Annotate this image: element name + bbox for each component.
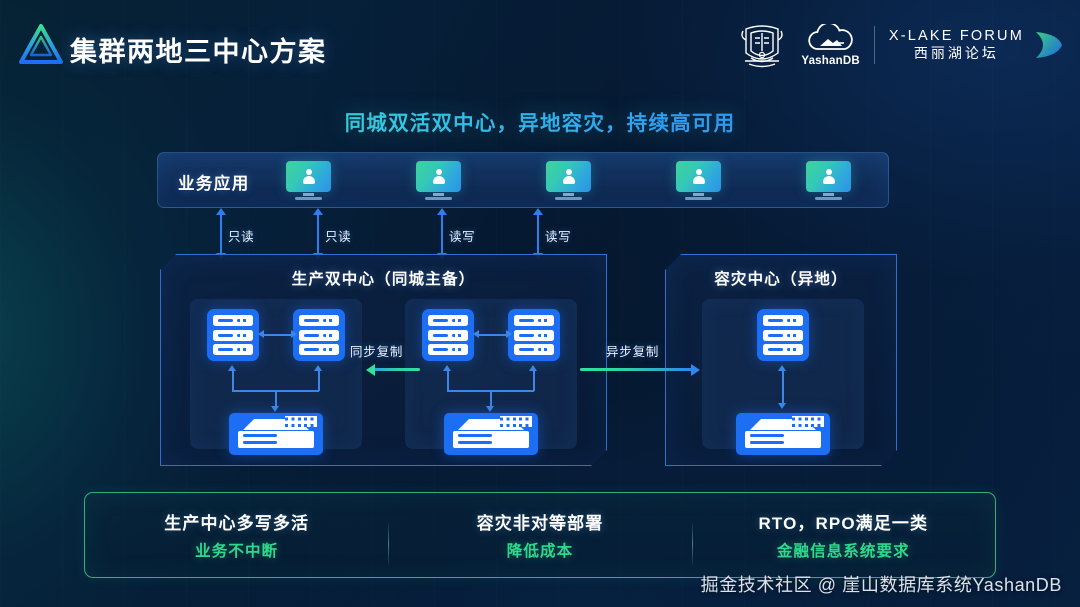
benefit-item-2: 容灾非对等部署 降低成本 — [388, 509, 691, 567]
sync-replication-label: 同步复制 — [350, 345, 404, 359]
site-b-down-arrow — [486, 406, 494, 412]
dr-link-line — [782, 369, 784, 405]
access-arrow-3 — [437, 208, 447, 260]
university-crest-icon — [741, 25, 784, 68]
server-link-arrow-right — [506, 330, 512, 338]
production-site-b — [405, 299, 577, 449]
business-application-bar: 业务应用 — [157, 152, 889, 208]
sync-replication-arrowhead — [366, 363, 375, 376]
app-client-monitor-2 — [416, 161, 461, 201]
cloud-icon — [807, 23, 853, 50]
site-a-drop — [275, 390, 277, 408]
slide-subtitle: 同城双活双中心，异地容灾，持续高可用 — [0, 106, 1080, 136]
site-b-drop — [490, 390, 492, 408]
site-a-right-arrow — [314, 365, 322, 371]
access-arrow-label-1: 只读 — [228, 230, 255, 244]
server-link-arrow-left — [258, 330, 264, 338]
server-rack-icon — [293, 309, 345, 361]
access-arrow-label-3: 读写 — [449, 230, 476, 244]
watermark: 掘金技术社区 @ 崖山数据库系统YashanDB — [700, 575, 1062, 595]
site-b-left-riser — [447, 369, 449, 391]
benefit-item-3: RTO，RPO满足一类 金融信息系统要求 — [691, 509, 995, 567]
access-arrow-1 — [216, 208, 226, 260]
server-link-arrow-left — [473, 330, 479, 338]
benefit-item-1: 生产中心多写多活 业务不中断 — [85, 509, 388, 561]
business-application-label: 业务应用 — [178, 175, 250, 193]
benefit-subtitle-1: 业务不中断 — [195, 543, 279, 560]
benefit-title-2: 容灾非对等部署 — [476, 514, 604, 533]
server-link-line — [477, 334, 507, 336]
site-a-right-riser — [318, 369, 320, 391]
async-replication-label: 异步复制 — [606, 345, 660, 359]
site-b-right-riser — [533, 369, 535, 391]
production-datacenter-panel: 生产双中心（同城主备） — [160, 254, 607, 466]
production-datacenter-title: 生产双中心（同城主备） — [291, 271, 476, 288]
server-rack-icon — [508, 309, 560, 361]
forum-logo: X-LAKE FORUM 西丽湖论坛 — [889, 28, 1024, 63]
forum-title-cn: 西丽湖论坛 — [913, 45, 999, 62]
triangle-logo-icon — [19, 24, 63, 64]
server-link-line — [262, 334, 292, 336]
site-b-right-arrow — [529, 365, 537, 371]
network-switch-icon — [736, 413, 830, 455]
benefit-title-1: 生产中心多写多活 — [164, 514, 310, 533]
app-client-monitor-1 — [286, 161, 331, 201]
benefit-subtitle-2: 降低成本 — [506, 543, 574, 560]
sync-replication-line — [374, 368, 420, 371]
logo-divider — [873, 26, 875, 64]
dr-link-arrow-up — [778, 365, 786, 371]
server-rack-icon — [757, 309, 809, 361]
header-logos: YashanDB X-LAKE FORUM 西丽湖论坛 — [737, 18, 1066, 72]
production-site-a — [190, 299, 362, 449]
app-client-monitor-5 — [806, 161, 851, 201]
yashandb-label: YashanDB — [801, 54, 860, 67]
site-b-left-arrow — [443, 365, 451, 371]
yashandb-logo: YashanDB — [801, 23, 860, 67]
site-a-left-riser — [232, 369, 234, 391]
page-title: 集群两地三中心方案 — [70, 37, 327, 67]
benefits-panel: 生产中心多写多活 业务不中断 容灾非对等部署 降低成本 RTO，RPO满足一类 … — [84, 492, 996, 578]
async-replication-line — [580, 368, 692, 371]
access-arrow-label-4: 读写 — [545, 230, 572, 244]
server-rack-icon — [422, 309, 474, 361]
forum-title-en: X-LAKE FORUM — [888, 27, 1024, 44]
dr-link-arrow-down — [778, 403, 786, 409]
network-switch-icon — [444, 413, 538, 455]
disaster-recovery-panel: 容灾中心（异地） — [665, 254, 897, 466]
benefit-title-3: RTO，RPO满足一类 — [758, 514, 929, 533]
access-arrow-2 — [313, 208, 323, 260]
server-rack-icon — [207, 309, 259, 361]
swoosh-icon — [1036, 32, 1062, 58]
app-client-monitor-3 — [546, 161, 591, 201]
site-a-left-arrow — [228, 365, 236, 371]
async-replication-arrowhead — [691, 363, 700, 376]
app-client-monitor-4 — [676, 161, 721, 201]
disaster-recovery-title: 容灾中心（异地） — [714, 271, 848, 288]
access-arrow-label-2: 只读 — [325, 230, 352, 244]
slide-header: 集群两地三中心方案 — [0, 0, 1080, 88]
access-arrow-4 — [533, 208, 543, 260]
server-link-arrow-right — [291, 330, 297, 338]
benefit-subtitle-3: 金融信息系统要求 — [776, 543, 910, 560]
site-a-down-arrow — [271, 406, 279, 412]
disaster-recovery-site — [702, 299, 864, 449]
network-switch-icon — [229, 413, 323, 455]
